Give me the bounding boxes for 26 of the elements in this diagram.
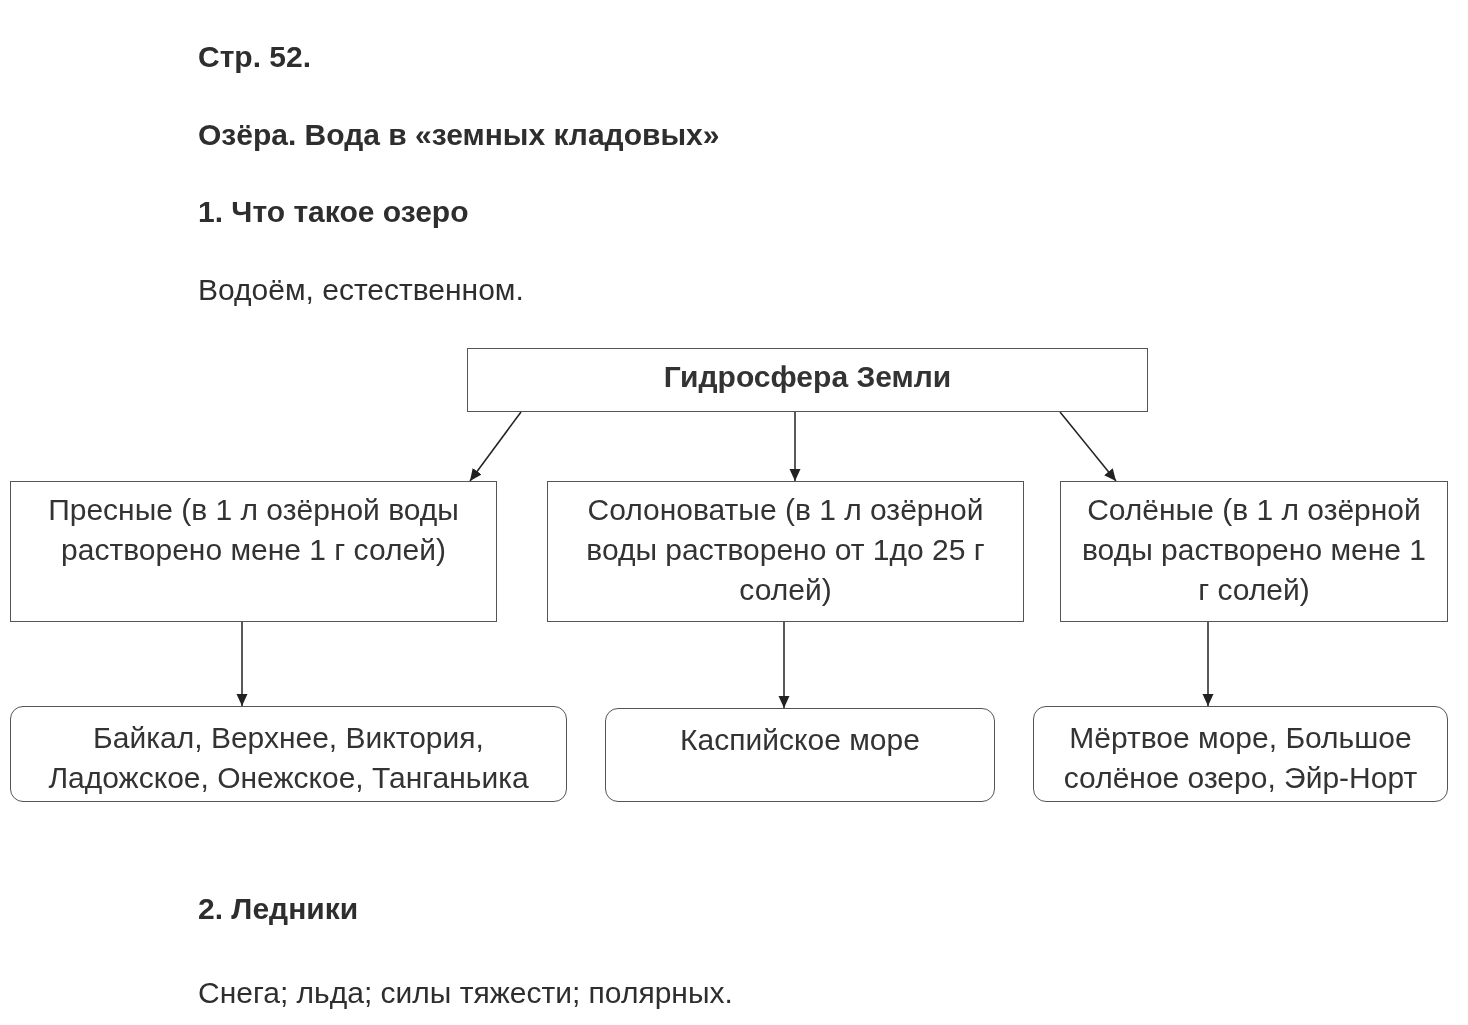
category-box [547,481,1024,622]
section-heading: Озёра. Вода в «земных кладовых» [198,118,720,152]
box-text: Пресные (в 1 л озёрной воды растворено мене 1 г солей) [47,492,460,568]
box-text: Каспийское море [680,722,920,758]
box-text: Мёртвое море, Большое солёное озеро, Эйр-Норт [1062,720,1419,796]
category-box [10,481,497,622]
category-box [1060,481,1448,622]
arrow [469,411,522,482]
answer-text: Снега; льда; силы тяжести; полярных. [198,976,733,1010]
box-text: Солоноватые (в 1 л озёрной воды растворено от 1до 25 г солей) [585,492,986,608]
question-heading: 2. Ледники [198,892,359,926]
box-text: Гидросфера Земли [663,359,952,395]
answer-text: Водоём, естественном. [198,273,524,307]
arrow [778,621,790,709]
page-heading: Стр. 52. [198,40,312,74]
box-text: Солёные (в 1 л озёрной воды растворено мене 1 г солей) [1081,492,1427,608]
arrow [1202,621,1214,707]
arrow [789,411,801,482]
example-box [605,708,995,802]
category-box [467,348,1148,412]
example-box [1033,706,1448,802]
box-text: Байкал, Верхнее, Виктория, Ладожское, Онежское, Танганьика [47,720,530,796]
arrow [1059,411,1117,482]
example-box [10,706,567,802]
question-heading: 1. Что такое озеро [198,195,469,229]
arrow [236,621,248,707]
